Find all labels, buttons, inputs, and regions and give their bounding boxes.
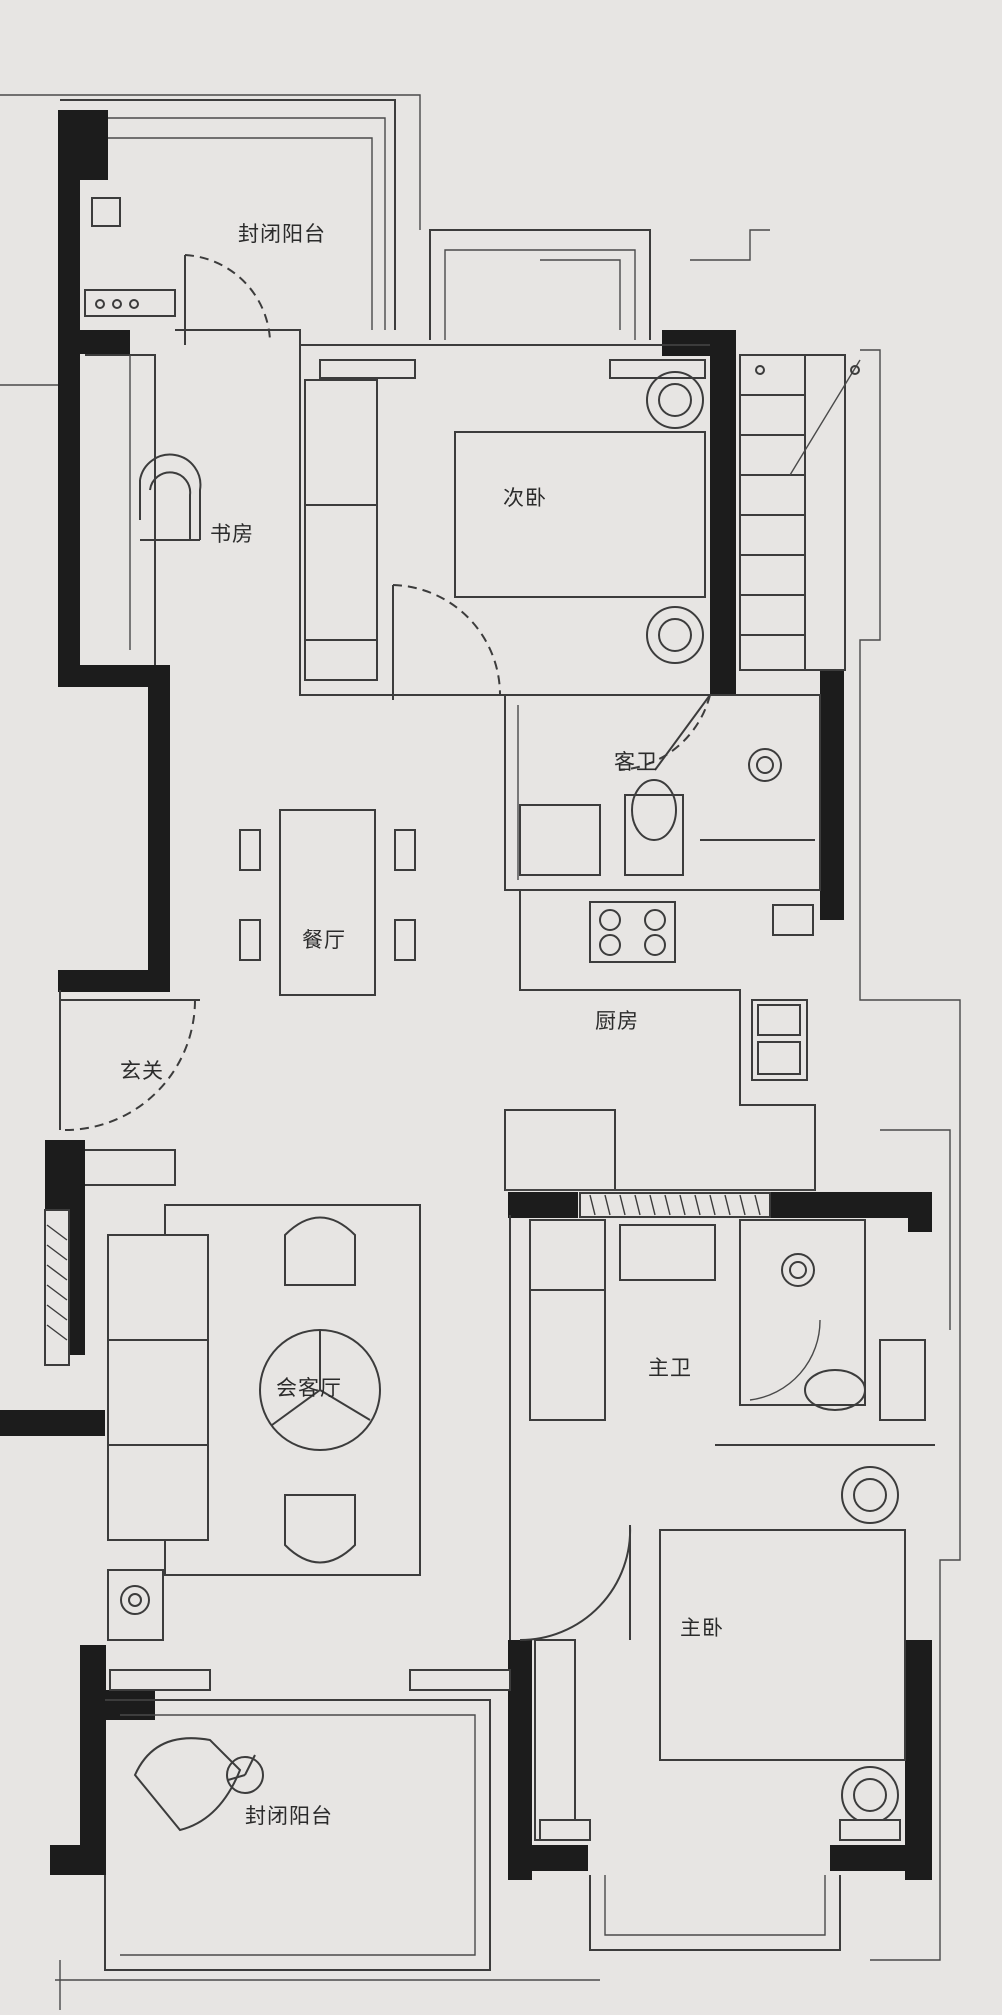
room-label-dining-room: 餐厅: [302, 928, 346, 952]
room-label-closed-balcony-bottom: 封闭阳台: [245, 1804, 333, 1828]
room-label-living-room: 会客厅: [276, 1376, 342, 1400]
right-strip: [739, 354, 861, 671]
study-furniture: [85, 354, 202, 665]
room-label-kitchen: 厨房: [595, 1009, 639, 1033]
room-label-entrance: 玄关: [120, 1059, 164, 1083]
dining-table: [239, 809, 416, 996]
bottom-balcony: [104, 1669, 841, 1971]
living-room-layout: [85, 1149, 421, 1641]
room-label-master-bathroom: 主卫: [648, 1356, 692, 1380]
hatched-strip: [44, 1192, 771, 1366]
kitchen-layout: [504, 890, 816, 1191]
guest-bathroom-layout: [504, 694, 821, 891]
room-label-study: 书房: [210, 522, 254, 546]
entrance-door: [59, 990, 200, 1131]
top-balcony: [60, 99, 396, 345]
second-bedroom-layout: [299, 229, 770, 700]
master-bedroom-layout: [519, 1466, 906, 1841]
room-label-guest-bathroom: 客卫: [614, 750, 658, 774]
room-label-master-bedroom: 主卧: [680, 1616, 724, 1640]
master-bathroom-layout: [509, 1215, 935, 1640]
room-label-closed-balcony-top: 封闭阳台: [238, 222, 326, 246]
room-label-second-bedroom: 次卧: [503, 486, 547, 510]
outer-boundary: [0, 94, 961, 2010]
